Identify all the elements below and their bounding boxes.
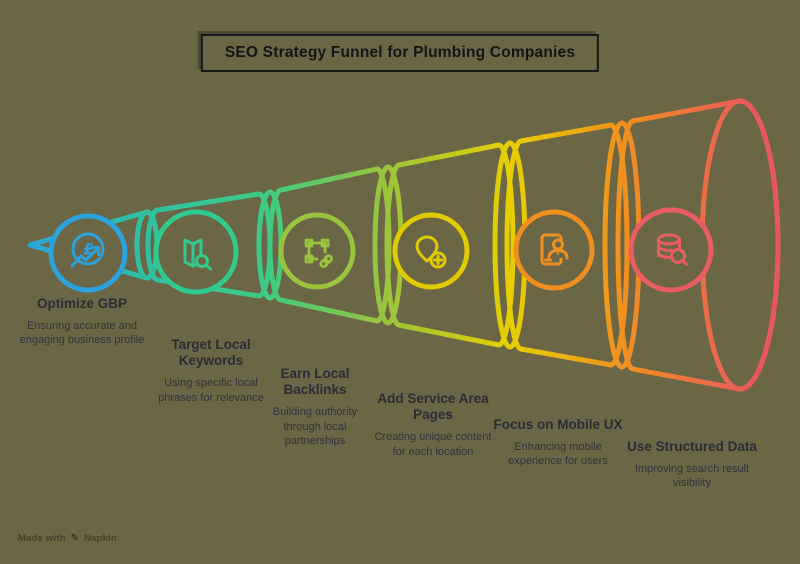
- stage-1-icon-circle: [48, 213, 128, 293]
- pound-growth-icon: £: [70, 232, 105, 268]
- stage-2-body: [145, 191, 273, 299]
- svg-text:£: £: [83, 240, 94, 259]
- mobile-user-icon: [540, 233, 569, 266]
- boundary-ring-6: [699, 98, 781, 392]
- stage-2-title: Target Local Keywords: [171, 337, 251, 369]
- stage-5-description: Enhancing mobile experience for users: [508, 441, 608, 468]
- location-add-icon: [415, 235, 447, 269]
- page-title: SEO Strategy Funnel for Plumbing Compani…: [200, 34, 600, 72]
- watermark-prefix: Made with: [18, 533, 66, 544]
- stage-3-icon-circle: [278, 212, 356, 290]
- stage-1-description: Ensuring accurate and engaging business …: [19, 320, 145, 347]
- stage-3-body: [267, 166, 392, 324]
- stage-3-title: Earn Local Backlinks: [280, 366, 350, 398]
- stage-5-body: [504, 122, 630, 368]
- pen-icon: ✎: [70, 533, 80, 544]
- stage-3-label-block: Earn Local Backlinks Building authority …: [253, 366, 377, 448]
- stage-5-title: Focus on Mobile UX: [493, 417, 623, 432]
- stage-6-title: Use Structured Data: [627, 439, 757, 454]
- watermark-brand: Napkin: [84, 533, 117, 544]
- map-search-icon: [183, 238, 212, 271]
- database-search-icon: [657, 233, 688, 266]
- stage-6-label-block: Use Structured Data Improving search res…: [622, 439, 762, 491]
- stage-4-icon-circle: [392, 212, 470, 290]
- stage-1-title: Optimize GBP: [36, 296, 127, 311]
- napkin-watermark: Made with ✎ Napkin: [18, 533, 117, 544]
- stage-6-description: Improving search result visibility: [634, 463, 750, 490]
- stage-3-description: Building authority through local partner…: [272, 406, 358, 447]
- stage-1-label-block: Optimize GBP Ensuring accurate and engag…: [16, 296, 148, 348]
- stage-2-description: Using specific local phrases for relevan…: [158, 377, 264, 404]
- stage-4-title: Add Service Area Pages: [377, 391, 489, 423]
- stage-2-icon-circle: [153, 209, 239, 295]
- stage-2-label-block: Target Local Keywords Using specific loc…: [148, 337, 274, 405]
- stage-4-description: Creating unique content for each locatio…: [374, 431, 492, 458]
- link-nodes-icon: [304, 238, 333, 268]
- stage-5-label-block: Focus on Mobile UX Enhancing mobile expe…: [490, 417, 626, 469]
- stage-4-label-block: Add Service Area Pages Creating unique c…: [371, 391, 495, 459]
